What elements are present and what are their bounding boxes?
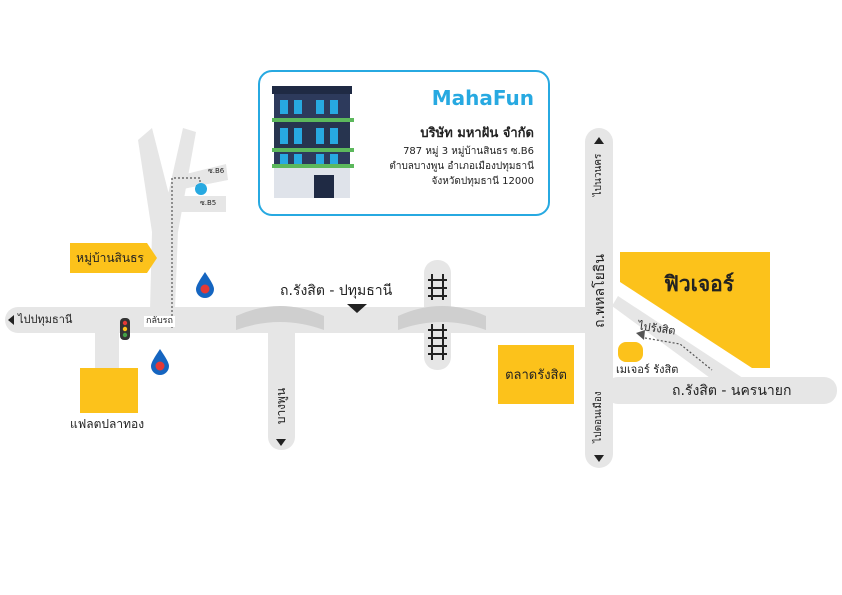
major-box — [618, 342, 643, 362]
flat-label: แฟลตปลาทอง — [70, 417, 145, 431]
bridge-left — [236, 306, 324, 330]
location-pin-icon — [195, 183, 207, 195]
soi-b6-road — [178, 164, 228, 190]
route-to-company — [171, 177, 201, 328]
gas-station-icon — [196, 272, 214, 298]
rangsit-nakhon-nayok-road — [605, 377, 837, 404]
gas-station-icon — [151, 349, 169, 375]
rangsit-nakhon-nayok-label: ถ.รังสิต - นครนายก — [672, 383, 792, 399]
arrow-left-icon — [8, 315, 14, 325]
company-address-line-1: 787 หมู่ 3 หมู่บ้านสินธร ซ.B6 — [403, 146, 534, 157]
future-park-label: ฟิวเจอร์ — [664, 272, 735, 296]
building-icon — [272, 86, 354, 198]
phahon-road-label: ถ.พหลโยธิน — [592, 254, 608, 328]
railway-track-icon — [428, 274, 447, 360]
village-tag — [70, 243, 157, 273]
u-turn-label: กลับรถ — [144, 316, 175, 327]
route-lines — [171, 177, 713, 371]
route-arrow-rangsit-icon — [636, 330, 645, 340]
soi-b5-road — [178, 196, 226, 212]
village-road-left — [138, 128, 178, 310]
market-box — [498, 345, 574, 404]
company-info-card: MahaFun บริษัท มหาฝัน จำกัด 787 หมู่ 3 ห… — [258, 70, 550, 216]
flat-box — [80, 368, 138, 413]
company-name: บริษัท มหาฝัน จำกัด — [420, 126, 534, 141]
main-road-label: ถ.รังสิต - ปทุมธานี — [280, 283, 393, 299]
to-navanakorn-label: ไปนวนคร — [593, 153, 604, 197]
company-logo: MahaFun — [431, 86, 534, 110]
major-cineplex-label: เมเจอร์ รังสิต — [616, 363, 679, 376]
direction-arrows — [8, 137, 604, 462]
bang-phun-road — [268, 318, 295, 450]
soi-b5-label: ซ.B5 — [200, 199, 217, 207]
arrow-down-main-road-icon — [347, 304, 367, 313]
company-address-line-2: ตำบลบางพูน อำเภอเมืองปทุมธานี — [389, 161, 534, 172]
market-label: ตลาดรังสิต — [505, 368, 567, 383]
phahon-road — [585, 128, 613, 468]
to-pathum-thani-label: ไปปทุมธานี — [18, 313, 73, 326]
bridge-right — [398, 306, 486, 330]
arrow-down-bang-phun-icon — [276, 439, 286, 446]
arrow-up-navanakorn-icon — [594, 137, 604, 144]
place-boxes — [70, 243, 770, 413]
arrow-down-don-mueang-icon — [594, 455, 604, 462]
soi-b6-label: ซ.B6 — [208, 167, 225, 175]
village-label: หมู่บ้านสินธร — [76, 250, 144, 265]
bridges — [236, 306, 486, 330]
traffic-light-icon — [120, 318, 130, 340]
company-address-line-3: จังหวัดปทุมธานี 12000 — [431, 176, 534, 187]
bang-phun-label: บางพูน — [274, 387, 288, 425]
to-don-mueang-label: ไปดอนเมือง — [593, 391, 604, 443]
future-park-box — [620, 252, 770, 368]
